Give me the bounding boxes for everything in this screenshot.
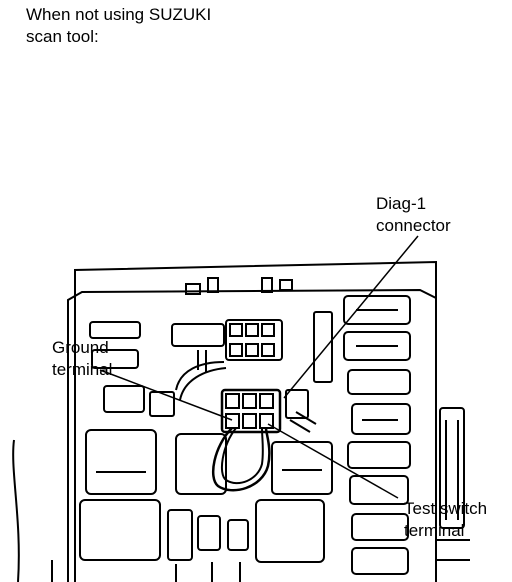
instruction-caption: When not using SUZUKI scan tool:	[26, 4, 211, 48]
fuse-stack	[440, 408, 464, 528]
fuse-slot	[228, 520, 248, 550]
pin	[246, 324, 258, 336]
fuse-slot	[352, 548, 408, 574]
diag-connector-label: Diag-1 connector	[376, 193, 451, 237]
pin	[260, 394, 273, 408]
fuse-slot	[344, 332, 410, 360]
clip	[262, 278, 272, 292]
fuse-box-outline	[75, 262, 436, 582]
caption-line-2: scan tool:	[26, 27, 99, 46]
fuse-slot	[344, 296, 410, 324]
pin	[262, 324, 274, 336]
ground-terminal-label: Ground terminal	[52, 337, 112, 381]
fuse-slot	[348, 442, 410, 468]
connector-upper	[226, 320, 282, 360]
relay	[86, 430, 156, 494]
pin	[243, 394, 256, 408]
jumper-wire	[213, 428, 269, 490]
pin-ground	[226, 414, 239, 428]
pin	[262, 344, 274, 356]
diag-connector-icon	[222, 390, 280, 432]
fuse-slot	[350, 476, 408, 504]
relay	[80, 500, 160, 560]
leader-diag-connector	[284, 236, 418, 398]
ground-label-line-1: Ground	[52, 338, 109, 357]
fuse-slot	[198, 516, 220, 550]
connector-upper-left	[172, 324, 224, 346]
relay	[176, 434, 226, 494]
diag-label-line-2: connector	[376, 216, 451, 235]
pin	[230, 344, 242, 356]
pin	[246, 344, 258, 356]
fuse-slot	[352, 404, 410, 434]
fuse-slot	[352, 514, 408, 540]
relay	[272, 442, 332, 494]
fuse-slot	[92, 350, 138, 368]
fuse-slot	[168, 510, 192, 560]
test-label-line-2: terminal	[404, 521, 465, 540]
cable-left	[13, 440, 19, 582]
leader-test-switch	[268, 424, 398, 498]
fuse-slot	[150, 392, 174, 416]
pin	[243, 414, 256, 428]
fuse-box-inner-outline	[68, 290, 436, 582]
fuse-slot	[348, 370, 410, 394]
vertical-fuse	[314, 312, 332, 382]
fuse-slot	[286, 390, 308, 418]
test-label-line-1: Test switch	[404, 499, 488, 518]
relay	[256, 500, 324, 562]
diag-label-line-1: Diag-1	[376, 194, 427, 213]
clip	[186, 284, 200, 294]
fuse-slot	[104, 386, 144, 412]
pin	[230, 324, 242, 336]
clip	[208, 278, 218, 292]
fuse-slot	[90, 322, 140, 338]
leader-ground-terminal	[100, 370, 232, 420]
caption-line-1: When not using SUZUKI	[26, 5, 212, 24]
pin	[226, 394, 239, 408]
clip	[280, 280, 292, 290]
test-switch-terminal-label: Test switch terminal	[404, 498, 487, 542]
ground-label-line-2: terminal	[52, 360, 113, 379]
